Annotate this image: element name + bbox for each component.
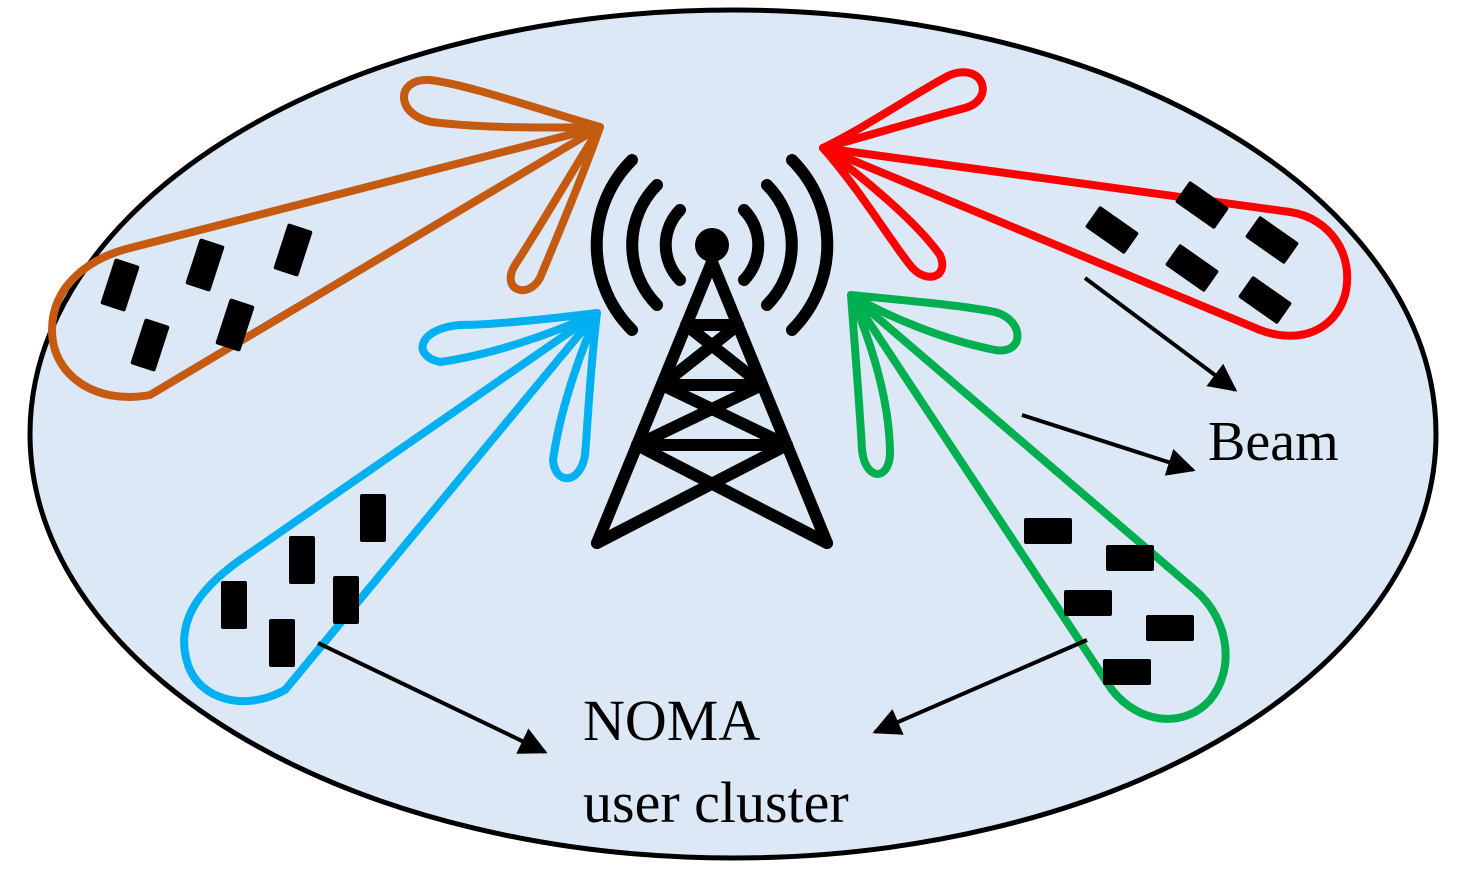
smartphone-icon: [360, 494, 386, 542]
arrow-to-beam-label-from-red: [1083, 276, 1238, 392]
cluster-label-line2: user cluster: [583, 770, 849, 835]
beam-orange-main-lobe: [48, 123, 604, 401]
beam-green: [847, 291, 1230, 723]
base-station-tower-icon: [590, 154, 834, 549]
beam-green-side-lobe-1: [847, 291, 1022, 355]
smartphone-icon: [1103, 659, 1151, 685]
beam-red-side-lobe-2: [819, 144, 947, 281]
cluster-label-line1: NOMA: [583, 688, 760, 753]
smartphone-icon: [333, 576, 359, 624]
smartphone-icon: [221, 581, 247, 629]
beam-blue-side-lobe-2: [549, 309, 601, 483]
smartphone-icon: [1146, 615, 1194, 641]
smartphone-icon: [1024, 518, 1072, 544]
beam-orange: [48, 75, 604, 401]
arrow-to-cluster-label-from-blue: [317, 641, 548, 754]
beam-red-side-lobe-1: [819, 68, 987, 152]
smartphone-icon: [1106, 545, 1154, 571]
beam-blue-side-lobe-1: [418, 309, 601, 366]
beam-green-side-lobe-2: [847, 291, 894, 478]
beam-orange-side-lobe-2: [506, 123, 604, 295]
smartphone-icon: [1064, 590, 1112, 616]
beam-green-main-lobe: [847, 291, 1230, 723]
beam-blue-main-lobe: [180, 309, 601, 706]
smartphone-icon: [289, 536, 315, 584]
beam-red: [819, 68, 1352, 340]
beam-orange-side-lobe-1: [400, 75, 604, 132]
arrow-to-beam-label-from-green: [1021, 413, 1196, 476]
beam-red-main-lobe: [819, 144, 1352, 340]
beam-blue: [180, 309, 601, 706]
arrow-to-cluster-label-from-green: [872, 638, 1088, 735]
smartphone-icon: [269, 619, 295, 667]
beam-label: Beam: [1208, 411, 1339, 473]
